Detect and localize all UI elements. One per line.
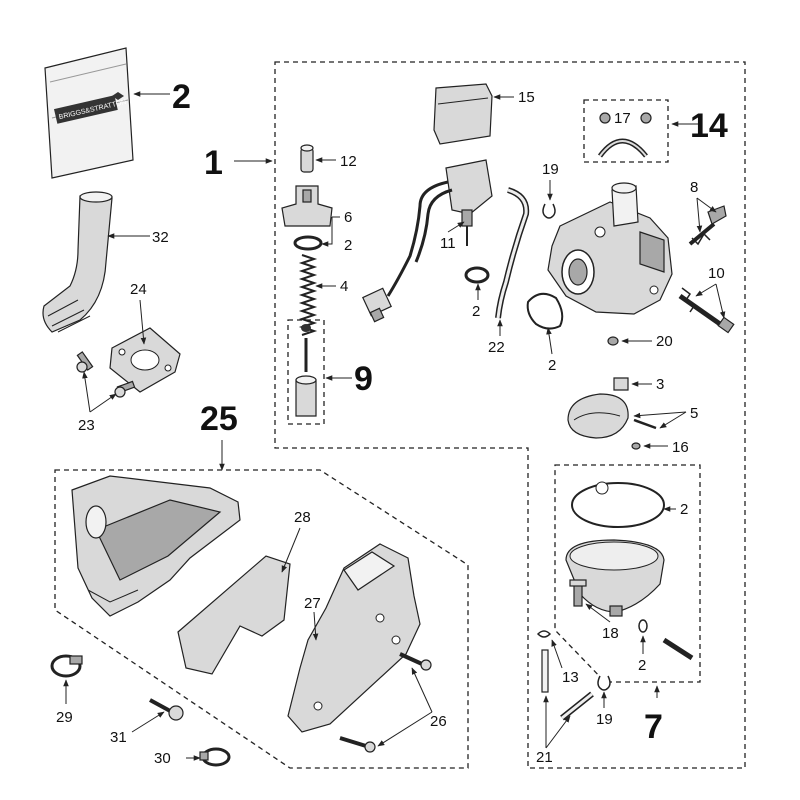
bowl-screw-18 xyxy=(569,579,587,607)
throttle-spring xyxy=(298,254,318,336)
callout-17: 17 xyxy=(614,110,631,127)
float-bowl xyxy=(565,539,665,617)
callout-10: 10 xyxy=(708,265,725,282)
plug-20 xyxy=(607,336,619,346)
callout-30: 30 xyxy=(154,750,171,767)
callout-6: 6 xyxy=(344,209,352,226)
mounting-screw-a xyxy=(76,351,94,373)
breather-tube xyxy=(42,191,113,333)
mixture-screw-8 xyxy=(688,205,727,246)
callout-14: 14 xyxy=(690,107,728,145)
callout-2-b: 2 xyxy=(472,303,480,320)
fuel-solenoid xyxy=(386,159,493,297)
callout-2-c: 2 xyxy=(548,357,556,374)
solenoid-cover xyxy=(433,83,493,145)
drain-screw xyxy=(662,637,694,661)
clip-19-upper xyxy=(542,203,556,219)
callout-21: 21 xyxy=(536,749,553,766)
main-jet-3 xyxy=(613,377,629,391)
callout-26: 26 xyxy=(430,713,447,730)
callout-28: 28 xyxy=(294,509,311,526)
jet-needle-kit xyxy=(295,324,317,417)
air-cleaner-group-outline xyxy=(54,469,469,769)
callout-27: 27 xyxy=(304,595,321,612)
cover-screw-b xyxy=(339,736,376,753)
float-bowl-group-outline xyxy=(554,464,701,683)
shaft-21-a xyxy=(541,649,549,693)
callout-9: 9 xyxy=(354,360,373,398)
idle-adjust-cap xyxy=(300,144,314,173)
air-filter xyxy=(177,555,291,675)
choke-group-outline xyxy=(583,99,669,163)
intake-gasket xyxy=(109,327,181,393)
o-ring-solenoid xyxy=(464,266,490,284)
callout-labels: 1 2 32 24 23 12 6 2 4 9 15 11 2 22 2 19 … xyxy=(56,78,728,767)
callout-19-b: 19 xyxy=(596,711,613,728)
callout-11: 11 xyxy=(440,235,456,252)
o-ring-upper xyxy=(293,235,323,251)
air-cleaner-cover xyxy=(287,543,421,733)
callout-13: 13 xyxy=(562,669,579,686)
fuel-hose xyxy=(495,187,530,319)
callout-20: 20 xyxy=(656,333,673,350)
label-tag: BRIGGS&STRATTON xyxy=(44,47,134,179)
callout-32: 32 xyxy=(152,229,169,246)
clip-19-lower xyxy=(597,675,611,691)
callout-3: 3 xyxy=(656,376,664,393)
idle-screw-10 xyxy=(678,287,735,334)
callout-23: 23 xyxy=(78,417,95,434)
choke-kit xyxy=(597,112,652,158)
callout-12: 12 xyxy=(340,153,357,170)
bowl-gasket xyxy=(571,481,665,528)
callout-8: 8 xyxy=(690,179,698,196)
carburetor-group-outline xyxy=(274,61,746,769)
drain-washer-2 xyxy=(638,619,648,633)
callout-7: 7 xyxy=(644,708,663,746)
retainer-13 xyxy=(536,630,552,638)
callout-2-d: 2 xyxy=(680,501,688,518)
callout-4: 4 xyxy=(340,278,348,295)
mounting-screw-b xyxy=(114,380,136,398)
callout-2-a: 2 xyxy=(344,237,352,254)
carburetor-body xyxy=(547,182,673,315)
callout-22: 22 xyxy=(488,339,505,356)
callout-5: 5 xyxy=(690,405,698,422)
hose-clamp-30 xyxy=(199,747,231,767)
callout-18: 18 xyxy=(602,625,619,642)
callout-15: 15 xyxy=(518,89,535,106)
leader-lines xyxy=(63,91,726,761)
callout-16: 16 xyxy=(672,439,689,456)
callout-1: 1 xyxy=(204,144,223,182)
callout-2-e: 2 xyxy=(638,657,646,674)
hose-clamp-29 xyxy=(50,654,83,678)
b-and-s-logo-icon xyxy=(112,92,124,100)
callout-2-tag: 2 xyxy=(172,78,191,116)
shaft-21-b xyxy=(560,691,594,721)
callout-29: 29 xyxy=(56,709,73,726)
wire-connector xyxy=(362,287,392,323)
bolt-31 xyxy=(149,698,184,721)
cover-screw-a xyxy=(399,652,432,671)
air-cleaner-base xyxy=(71,475,241,617)
callout-31: 31 xyxy=(110,729,127,746)
callout-19-a: 19 xyxy=(542,161,559,178)
callout-25: 25 xyxy=(200,400,238,438)
carb-gasket xyxy=(526,292,564,330)
float-assembly xyxy=(567,393,657,439)
float-pin xyxy=(631,442,641,450)
callout-24: 24 xyxy=(130,281,147,298)
throttle-valve xyxy=(281,185,333,227)
